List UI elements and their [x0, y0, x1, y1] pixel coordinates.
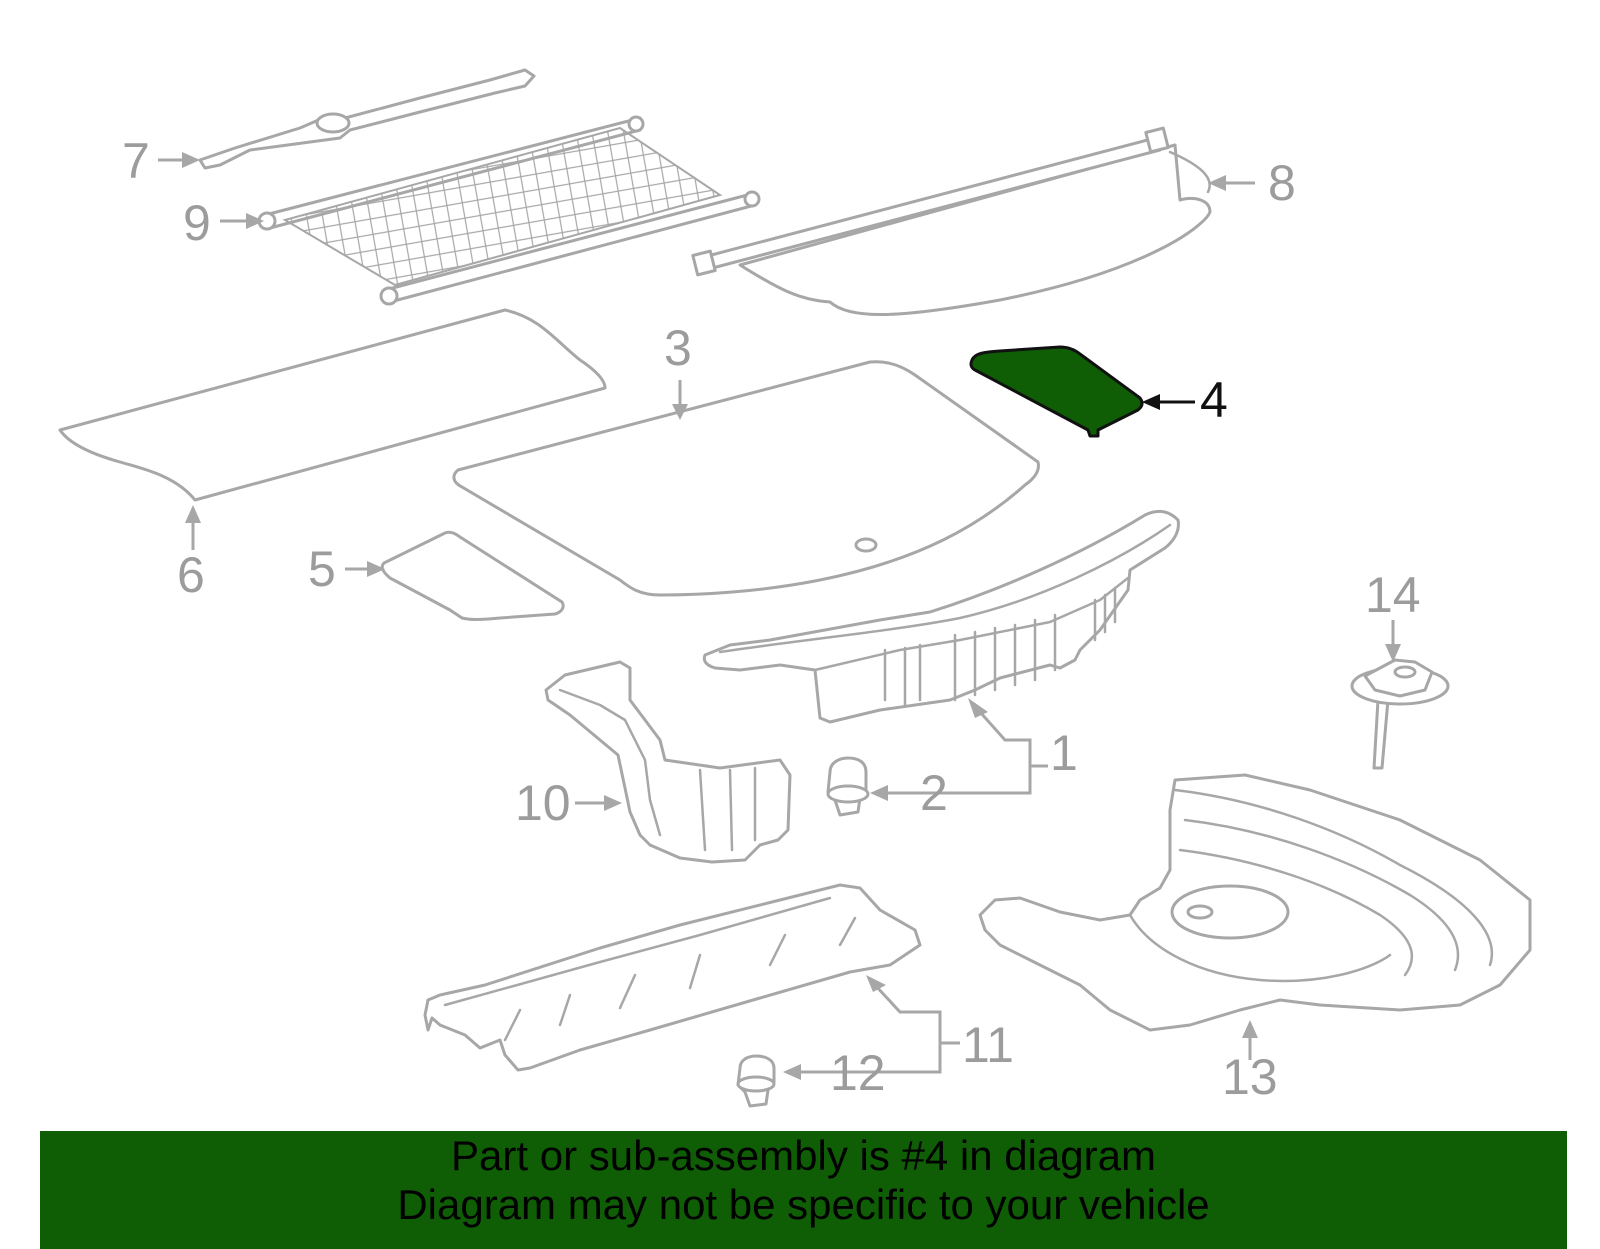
- part-2-clip: [826, 756, 870, 817]
- callout-10: 10: [515, 775, 571, 831]
- part-9-cargo-net: [257, 115, 761, 306]
- callout-12: 12: [830, 1045, 886, 1101]
- part-8-tonneau-cover: [691, 126, 1212, 316]
- callout-7: 7: [122, 133, 150, 189]
- callout-9: 9: [183, 195, 211, 251]
- part-10-side-trim: [544, 660, 792, 864]
- part-5-side-cover: [380, 530, 565, 621]
- callout-11: 11: [962, 1017, 1014, 1073]
- callout-3: 3: [664, 320, 692, 376]
- callout-5: 5: [308, 541, 336, 597]
- banner-line-1: Part or sub-assembly is #4 in diagram: [451, 1132, 1156, 1179]
- part-4-fill: [969, 345, 1144, 438]
- callout-6: 6: [177, 547, 205, 603]
- part-3-deck-board: [452, 360, 1040, 597]
- callout-8: 8: [1268, 155, 1296, 211]
- info-banner: Part or sub-assembly is #4 in diagram Di…: [40, 1131, 1567, 1249]
- callout-14: 14: [1365, 567, 1421, 623]
- part-1-rear-trim: [702, 509, 1180, 724]
- part-4-highlighted-cover: [969, 345, 1144, 438]
- part-14-spare-hold-down: [1350, 658, 1450, 770]
- callout-1: 1: [1050, 725, 1078, 781]
- callout-4: 4: [1200, 372, 1228, 428]
- leader-lines: [158, 152, 1401, 1080]
- callout-2: 2: [920, 765, 948, 821]
- part-11-floor-trim: [423, 883, 922, 1072]
- part-7-strap: [198, 68, 536, 170]
- banner-line-2: Diagram may not be specific to your vehi…: [397, 1181, 1210, 1228]
- callout-13: 13: [1222, 1049, 1278, 1105]
- part-12-clip: [736, 1054, 776, 1108]
- part-6-floor-board: [58, 308, 607, 502]
- part-13-spare-tub: [978, 773, 1532, 1032]
- callout-numbers: 1 2 3 4 5 6 7 8 9 10 11 12 13 14: [122, 133, 1421, 1105]
